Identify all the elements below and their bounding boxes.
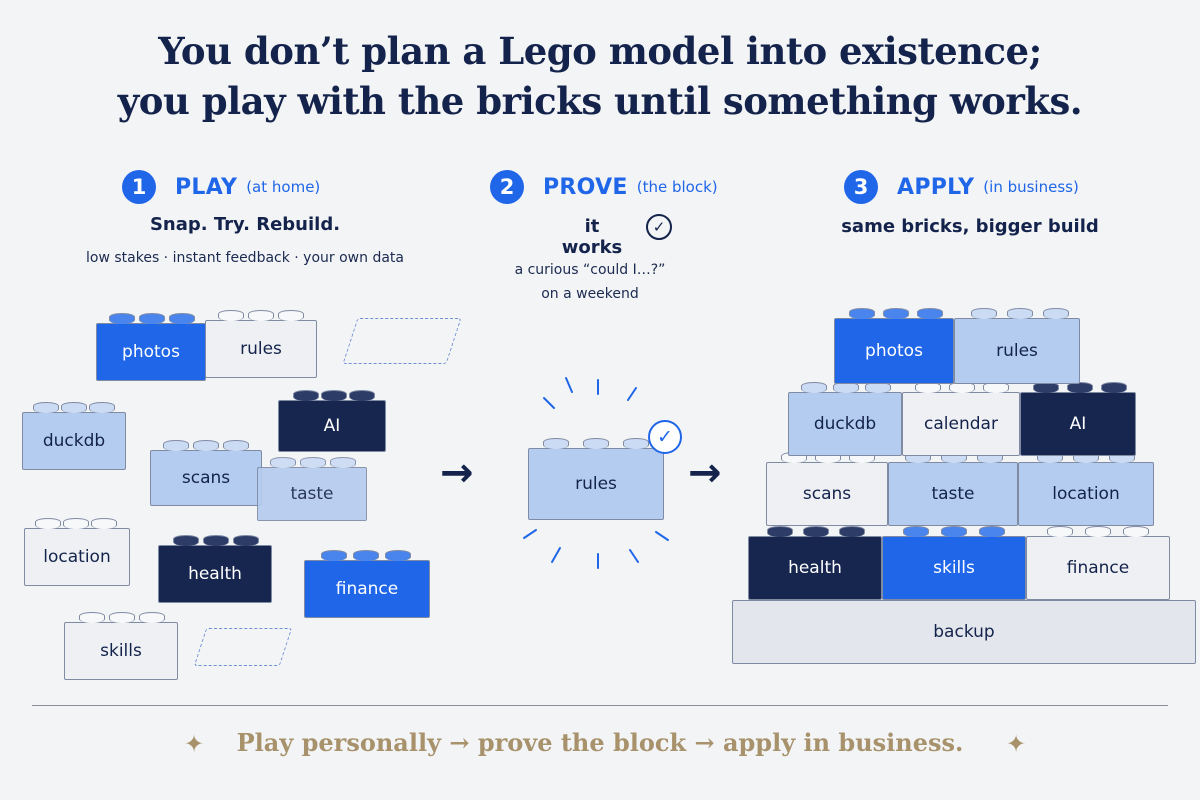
stack-brick-health: health	[748, 526, 882, 600]
check-circle-icon: ✓	[646, 214, 672, 240]
step-paren-prove: (the block)	[636, 178, 718, 196]
step-number-1: 1	[122, 170, 156, 204]
arrow-right-icon-1: →	[440, 450, 474, 496]
brick-ai: AI	[278, 390, 386, 452]
brick-health: health	[158, 535, 272, 603]
stack-brick-scans: scans	[766, 452, 888, 526]
stack-brick-photos: photos	[834, 308, 954, 384]
prove-detail-line-2: on a weekend	[541, 286, 639, 302]
arrow-right-icon-2: →	[688, 450, 722, 496]
step-play-header: 1 PLAY (at home)	[122, 170, 320, 204]
stack-brick-location: location	[1018, 452, 1154, 526]
brick-location: location	[24, 518, 130, 586]
headline-line-1: You don’t plan a Lego model into existen…	[158, 29, 1042, 73]
step-paren-play: (at home)	[246, 178, 321, 196]
stack-brick-rules: rules	[954, 308, 1080, 384]
checkmark-badge-icon: ✓	[648, 420, 682, 454]
step-apply-header: 3 APPLY (in business)	[844, 170, 1079, 204]
brick-photos: photos	[96, 313, 206, 381]
stack-brick-finance: finance	[1026, 526, 1170, 600]
play-detail: low stakes · instant feedback · your own…	[86, 250, 404, 266]
brick-taste: taste	[257, 457, 367, 521]
footer-tagline: Play personally → prove the block → appl…	[236, 728, 964, 757]
prove-subtitle: it works	[561, 216, 623, 258]
spark-rays-icon	[523, 377, 669, 569]
step-name-apply: APPLY	[897, 174, 975, 200]
sparkle-icon-left: ✦	[184, 730, 205, 758]
step-prove-header: 2 PROVE (the block)	[490, 170, 718, 204]
brick-rules: rules	[205, 310, 317, 378]
footer-divider	[32, 705, 1168, 706]
headline: You don’t plan a Lego model into existen…	[0, 26, 1200, 126]
apply-subtitle: same bricks, bigger build	[841, 216, 1099, 237]
prove-detail-line-1: a curious “could I…?”	[514, 262, 666, 278]
stack-brick-taste: taste	[888, 452, 1018, 526]
stack-brick-ai: AI	[1020, 382, 1136, 456]
prove-detail: a curious “could I…?” on a weekend	[470, 258, 710, 306]
brick-skills: skills	[64, 612, 178, 680]
step-number-2: 2	[490, 170, 524, 204]
empty-slot-outline	[342, 318, 462, 364]
sparkle-icon-right: ✦	[1006, 730, 1027, 758]
stack-brick-duckdb: duckdb	[788, 382, 902, 456]
step-paren-apply: (in business)	[983, 178, 1079, 196]
step-name-prove: PROVE	[543, 174, 628, 200]
brick-scans: scans	[150, 440, 262, 506]
empty-slot-outline-2	[193, 628, 293, 666]
headline-line-2: you play with the bricks until something…	[117, 79, 1083, 123]
brick-duckdb: duckdb	[22, 402, 126, 470]
step-number-3: 3	[844, 170, 878, 204]
brick-finance: finance	[304, 550, 430, 618]
play-subtitle: Snap. Try. Rebuild.	[149, 214, 341, 235]
stack-brick-calendar: calendar	[902, 382, 1020, 456]
step-name-play: PLAY	[175, 174, 238, 200]
brick-rules-proven: rules	[528, 438, 664, 520]
stack-brick-skills: skills	[882, 526, 1026, 600]
brick-backup: backup	[732, 600, 1196, 664]
